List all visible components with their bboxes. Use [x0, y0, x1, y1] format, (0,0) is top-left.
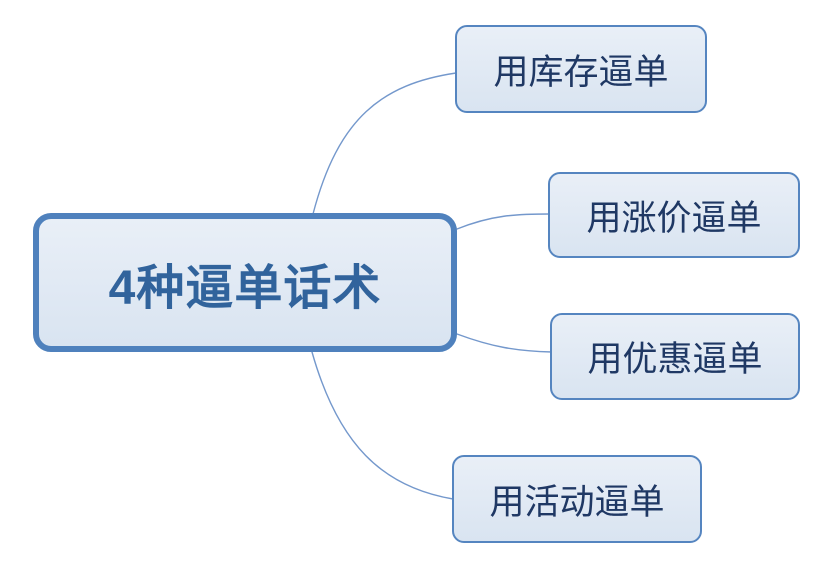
mindmap-branch-node-1[interactable]: 用库存逼单 [455, 25, 707, 113]
mindmap-branch-node-3[interactable]: 用优惠逼单 [550, 313, 800, 400]
root-node-label: 4种逼单话术 [108, 261, 382, 315]
mindmap-root-node[interactable]: 4种逼单话术 [33, 213, 457, 352]
connector-root-to-branch-3 [456, 333, 553, 353]
mindmap-branch-node-4[interactable]: 用活动逼单 [452, 455, 702, 543]
branch-node-label: 用活动逼单 [489, 482, 665, 522]
connector-root-to-branch-1 [312, 72, 457, 215]
branch-node-label: 用优惠逼单 [587, 340, 763, 379]
connector-root-to-branch-4 [311, 351, 454, 500]
branch-node-label: 用库存逼单 [493, 52, 669, 92]
connector-root-to-branch-2 [456, 213, 551, 230]
mindmap-branch-node-2[interactable]: 用涨价逼单 [548, 172, 800, 258]
branch-node-label: 用涨价逼单 [586, 198, 762, 238]
